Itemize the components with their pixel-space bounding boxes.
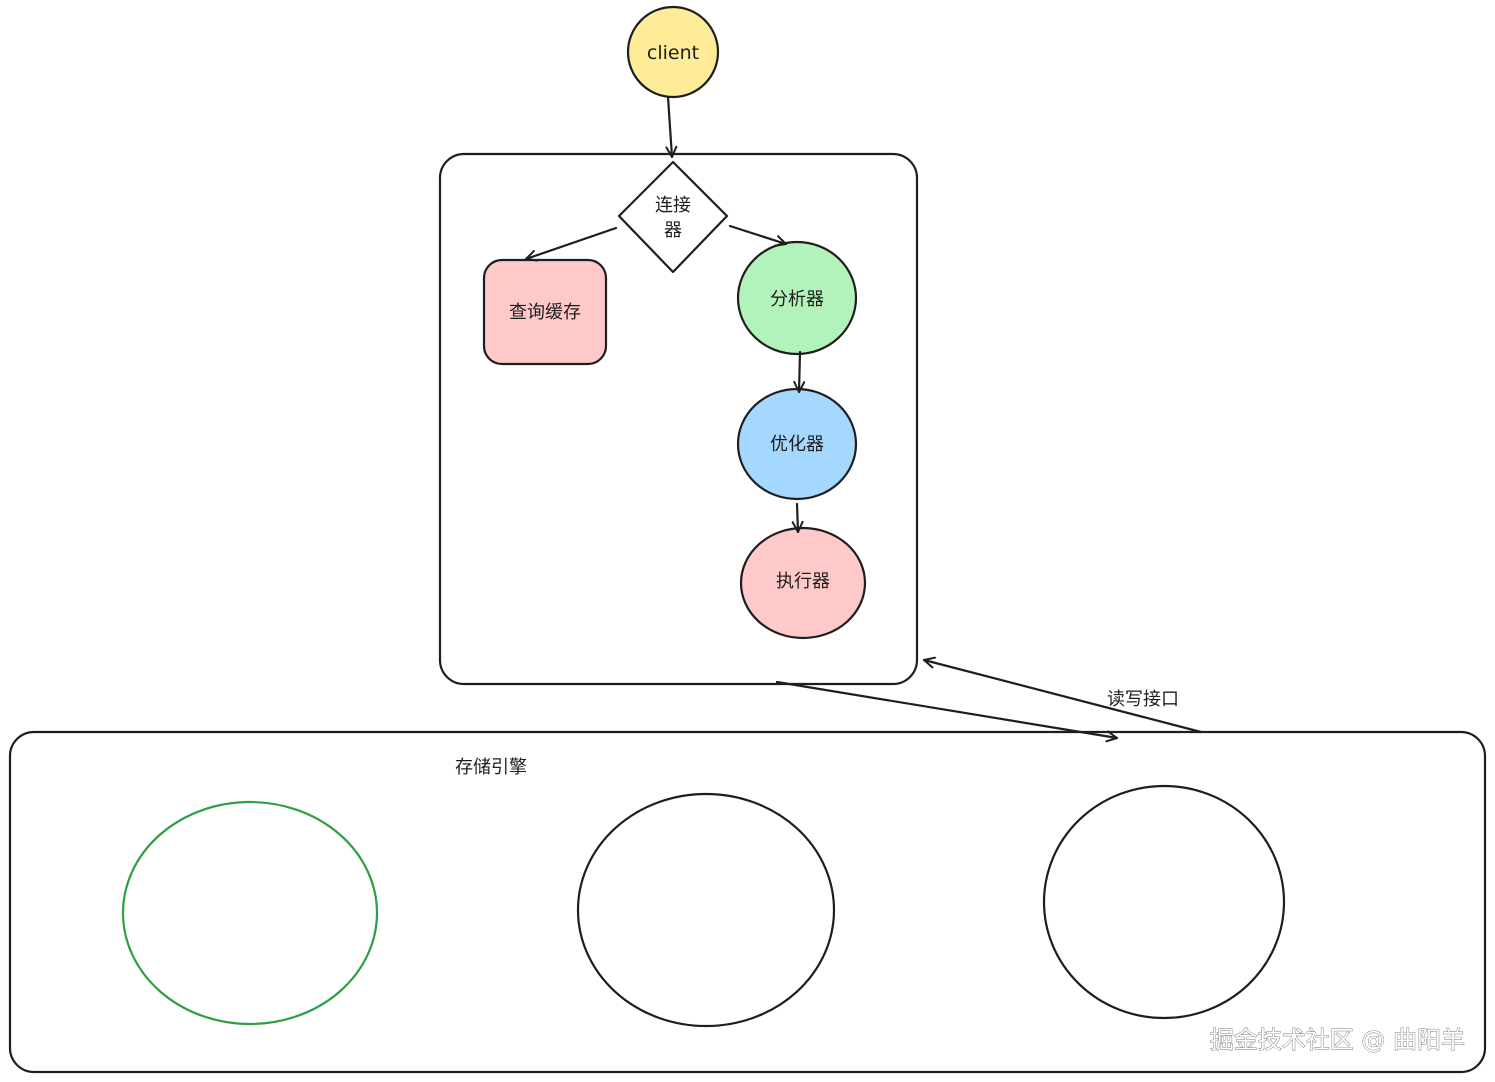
storage-engine-circle-1: [121, 800, 379, 1026]
optimizer-label: 优化器: [770, 434, 824, 455]
analyzer-node: 分析器: [736, 240, 858, 356]
executor-node: 执行器: [739, 526, 867, 640]
watermark-text: 掘金技术社区 @ 曲阳羊: [1210, 1026, 1465, 1054]
connector-label-line-2: 器: [664, 220, 682, 241]
optimizer-node: 优化器: [736, 387, 858, 501]
connector-label-line-1: 连接: [655, 195, 691, 216]
executor-label: 执行器: [776, 571, 830, 592]
arrow-connector-to-analyzer: [728, 224, 788, 247]
client-label: client: [647, 42, 699, 64]
client-node: client: [626, 5, 720, 99]
storage-engine-circle-3: [1042, 784, 1286, 1020]
query-cache-label: 查询缓存: [509, 302, 581, 323]
arrow-optimizer-to-executor: [791, 502, 804, 534]
connector-node: 连接 器: [617, 160, 729, 274]
read-write-interface-label: 读写接口: [1107, 689, 1179, 710]
storage-engine-circle-2: [576, 792, 836, 1028]
storage-engine-container: [8, 730, 1487, 1074]
arrow-storage-to-server: [922, 656, 1203, 734]
server-layer-container: [438, 152, 919, 686]
analyzer-label: 分析器: [770, 289, 824, 310]
storage-engine-label: 存储引擎: [455, 757, 527, 778]
arrow-analyzer-to-optimizer: [793, 350, 806, 394]
arrow-connector-to-query-cache: [524, 226, 618, 262]
arrow-server-to-storage: [775, 680, 1119, 743]
arrow-client-to-connector: [665, 95, 678, 159]
query-cache-node: 查询缓存: [482, 258, 608, 366]
